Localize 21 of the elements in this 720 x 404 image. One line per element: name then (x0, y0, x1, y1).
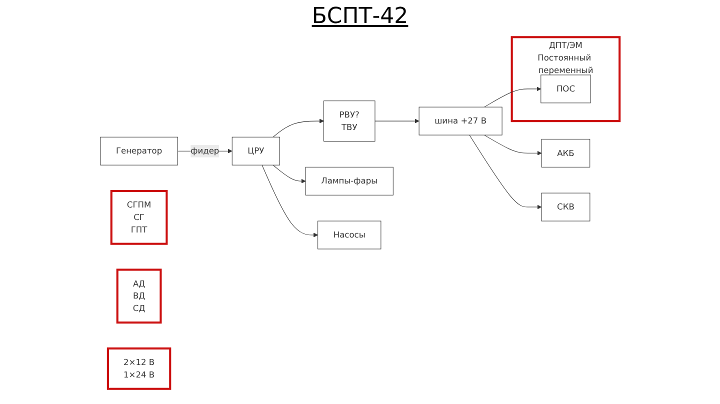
node-box: Насосы (318, 220, 382, 250)
arrow (469, 134, 542, 210)
node-box: ПОС (540, 74, 591, 104)
node-box: СКВ (541, 192, 590, 222)
diagram-title: БСПТ-42 (310, 4, 410, 29)
node-box: АКБ (541, 138, 590, 168)
node-box: Лампы-фары (305, 166, 394, 196)
arrow (374, 118, 420, 124)
node-box: Генератор (100, 136, 178, 166)
arrow (484, 134, 542, 156)
node-box: РВУ? ТВУ (324, 100, 376, 142)
arrow (272, 118, 324, 138)
edge-label: фидер (190, 146, 220, 156)
arrow (484, 86, 542, 108)
node-box: 2×12 В 1×24 В (106, 347, 172, 390)
node-box: АД ВД СД (116, 268, 162, 324)
node-box: СГПМ СГ ГПТ (110, 190, 168, 245)
node-box: шина +27 В (418, 106, 502, 136)
node-box: ЦРУ (232, 136, 280, 166)
arrow (272, 164, 306, 184)
arrow (262, 164, 318, 238)
